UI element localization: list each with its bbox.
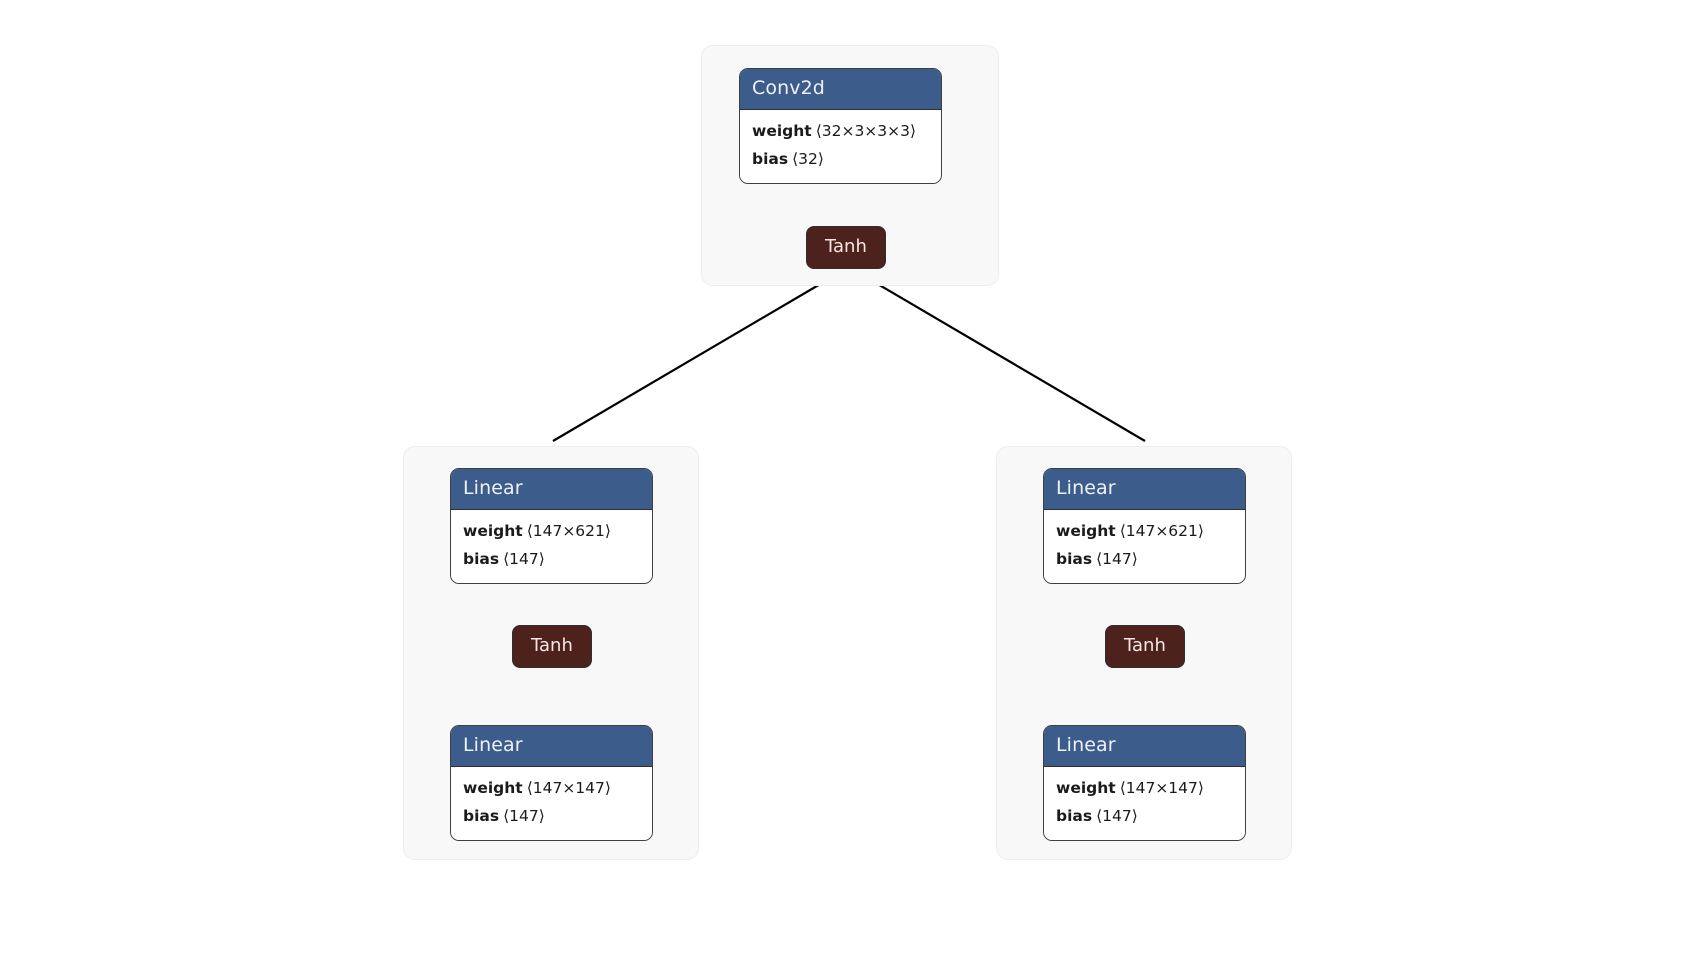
param-row: weight⟨147×147⟩ — [463, 775, 640, 803]
module-node-linear[interactable]: Linear weight⟨147×147⟩ bias⟨147⟩ — [450, 725, 653, 842]
param-name: weight — [1056, 522, 1116, 540]
module-title: Conv2d — [740, 69, 941, 110]
param-name: bias — [463, 806, 500, 825]
param-name: weight — [752, 122, 812, 140]
param-row: bias⟨147⟩ — [463, 803, 640, 831]
param-shape: ⟨147⟩ — [1096, 806, 1138, 825]
module-title: Linear — [1044, 726, 1245, 767]
param-row: bias⟨147⟩ — [1056, 546, 1233, 574]
param-shape: ⟨147⟩ — [503, 549, 545, 568]
module-title: Linear — [451, 469, 652, 510]
module-node-linear[interactable]: Linear weight⟨147×621⟩ bias⟨147⟩ — [450, 468, 653, 585]
param-shape: ⟨147×621⟩ — [1119, 522, 1204, 540]
activation-node-tanh[interactable]: Tanh — [1105, 625, 1185, 668]
param-shape: ⟨32×3×3×3⟩ — [815, 122, 917, 140]
param-name: bias — [463, 549, 500, 568]
module-title: Linear — [1044, 469, 1245, 510]
param-row: bias⟨147⟩ — [463, 546, 640, 574]
param-shape: ⟨147×147⟩ — [1119, 779, 1204, 797]
param-shape: ⟨147⟩ — [1096, 549, 1138, 568]
module-params: weight⟨32×3×3×3⟩ bias⟨32⟩ — [740, 110, 941, 184]
param-row: bias⟨147⟩ — [1056, 803, 1233, 831]
param-name: weight — [1056, 779, 1116, 797]
param-row: weight⟨147×621⟩ — [1056, 518, 1233, 546]
param-name: weight — [463, 522, 523, 540]
param-row: bias⟨32⟩ — [752, 146, 929, 174]
param-shape: ⟨147×147⟩ — [526, 779, 611, 797]
module-params: weight⟨147×621⟩ bias⟨147⟩ — [1044, 510, 1245, 584]
param-name: weight — [463, 779, 523, 797]
param-row: weight⟨32×3×3×3⟩ — [752, 118, 929, 146]
param-shape: ⟨32⟩ — [792, 149, 824, 168]
module-title: Linear — [451, 726, 652, 767]
edge-tanh-root-to-right-branch — [875, 282, 1146, 442]
edge-tanh-root-to-left-branch — [552, 282, 823, 442]
module-node-linear[interactable]: Linear weight⟨147×621⟩ bias⟨147⟩ — [1043, 468, 1246, 585]
param-row: weight⟨147×147⟩ — [1056, 775, 1233, 803]
param-name: bias — [752, 149, 789, 168]
module-node-conv2d[interactable]: Conv2d weight⟨32×3×3×3⟩ bias⟨32⟩ — [739, 68, 942, 185]
module-params: weight⟨147×147⟩ bias⟨147⟩ — [1044, 767, 1245, 841]
param-row: weight⟨147×621⟩ — [463, 518, 640, 546]
param-name: bias — [1056, 549, 1093, 568]
param-shape: ⟨147⟩ — [503, 806, 545, 825]
activation-node-tanh[interactable]: Tanh — [806, 226, 886, 269]
activation-node-tanh[interactable]: Tanh — [512, 625, 592, 668]
module-params: weight⟨147×621⟩ bias⟨147⟩ — [451, 510, 652, 584]
param-name: bias — [1056, 806, 1093, 825]
param-shape: ⟨147×621⟩ — [526, 522, 611, 540]
module-params: weight⟨147×147⟩ bias⟨147⟩ — [451, 767, 652, 841]
module-node-linear[interactable]: Linear weight⟨147×147⟩ bias⟨147⟩ — [1043, 725, 1246, 842]
